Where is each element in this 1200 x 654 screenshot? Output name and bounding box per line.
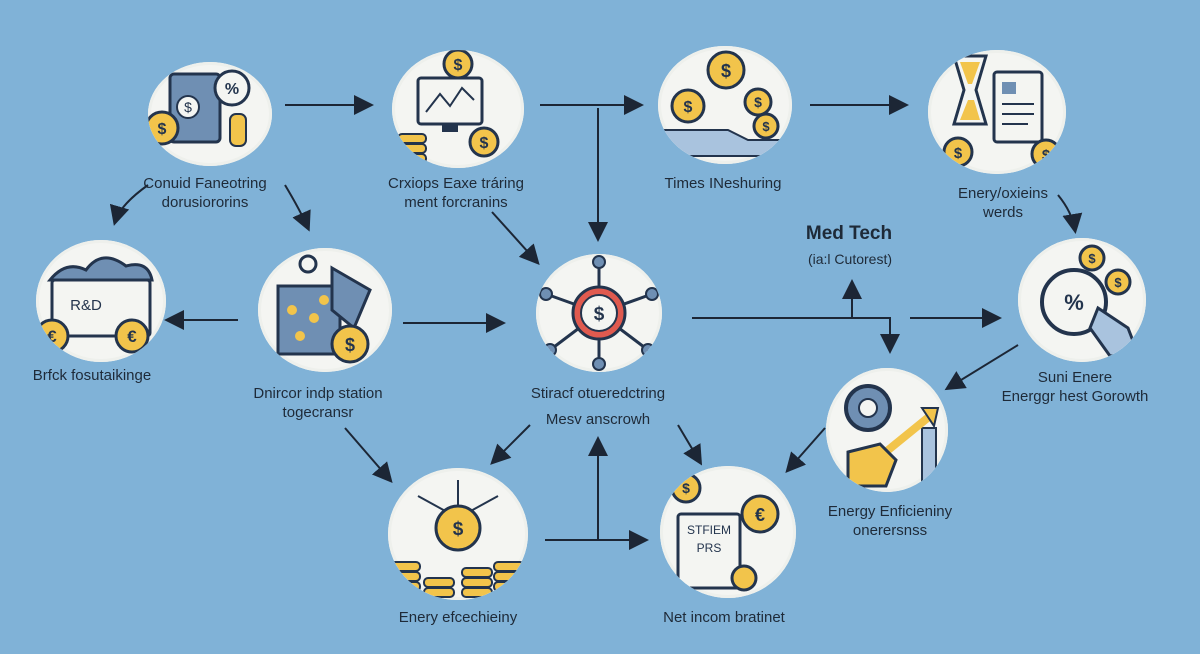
node-rightlow-circle [826, 368, 948, 492]
node-top1-circle: $ % $ [148, 62, 272, 166]
node-right-label-2: Energgr hest Gorowth [1001, 388, 1149, 405]
node-center-label-1: Stiracf otueredctring [530, 385, 666, 402]
hand-coins-icon: $ $ $ $ [658, 50, 792, 157]
svg-text:%: % [225, 81, 239, 98]
node-top4-label-1: Enery/oxieins [957, 185, 1049, 202]
svg-text:$: $ [594, 304, 605, 325]
svg-text:$: $ [158, 121, 167, 138]
arrow-center-bottom2 [677, 424, 703, 466]
svg-text:$: $ [754, 94, 762, 110]
rd-building-euro-icon: R&D € € [36, 256, 154, 354]
arrow-top1-left [109, 184, 149, 226]
node-rightlow-label-1: Energy Enficieniny [827, 503, 953, 520]
node-left-label-1: Brfck fosutaikinge [32, 367, 152, 384]
node-bottom1-circle: $ [388, 468, 528, 600]
medtech-title: Med Tech [805, 223, 893, 244]
laptop-percent-hand-icon: $ % $ [148, 69, 251, 147]
svg-text:$: $ [1114, 275, 1122, 290]
arrow-top1-midleft [284, 184, 311, 232]
node-right-label-1: Suni Enere [1037, 369, 1113, 386]
svg-text:$: $ [184, 99, 192, 115]
node-bottom1-label-1: Enery efcechieiny [398, 609, 518, 626]
node-bottom2-label-1: Net incom bratinet [663, 609, 785, 626]
arrow-center-bottom1 [490, 424, 531, 465]
network-board-icon: $ [276, 254, 372, 364]
node-midleft-label-1: Dnircor indp station [253, 385, 383, 402]
gear-coin-stacks-icon: $ [389, 480, 525, 598]
svg-text:€: € [755, 505, 765, 525]
arrow-top4-right [1057, 194, 1083, 234]
node-bottom2-circle: $ STFIEM PRS € [660, 466, 796, 598]
node-top2-label-2: ment forcranins [404, 194, 508, 211]
gear-growth-hand-icon [844, 384, 940, 489]
node-top2-circle: $ $ [392, 50, 524, 168]
medtech-subtitle: (ia:l Cutorest) [807, 251, 893, 267]
monitor-coins-icon: $ $ [397, 50, 500, 164]
node-center-label-2: Mesv anscrowh [545, 411, 651, 428]
svg-text:€: € [47, 327, 57, 346]
svg-text:$: $ [762, 119, 770, 134]
magnifier-percent-hand-icon: % $ $ [1040, 244, 1141, 358]
svg-text:$: $ [682, 480, 690, 496]
svg-text:$: $ [480, 135, 489, 152]
arrow-center-down-right [692, 317, 900, 354]
node-top4-circle: $ $ [928, 50, 1066, 174]
svg-text:$: $ [1088, 251, 1096, 266]
node-left-circle: R&D € € [36, 240, 166, 362]
node-top1-label-2: dorusiororins [161, 194, 249, 211]
arrow-top2-center [491, 211, 540, 265]
doc-line-2: PRS [697, 541, 722, 555]
svg-text:$: $ [345, 335, 355, 355]
arrow-rightlow-bottom2 [785, 427, 826, 474]
svg-text:$: $ [684, 99, 693, 116]
node-center-circle: $ [536, 254, 662, 372]
svg-text:$: $ [954, 145, 963, 162]
node-top3-label-1: Times INeshuring [664, 175, 782, 192]
svg-text:€: € [127, 327, 137, 346]
svg-text:$: $ [721, 61, 731, 81]
node-midleft-label-2: togecransr [282, 404, 354, 421]
arrow-right-rightlow [944, 344, 1019, 391]
node-right-circle: % $ $ [1018, 238, 1146, 362]
rd-badge: R&D [70, 297, 102, 314]
node-rightlow-label-2: onerersnss [852, 522, 928, 539]
node-top1-label-1: Conuid Faneotring [143, 175, 267, 192]
hourglass-document-icon: $ $ [942, 54, 1062, 170]
node-top4-label-2: werds [982, 204, 1024, 221]
document-coins-icon: $ STFIEM PRS € [670, 472, 780, 592]
node-midleft-circle: $ [258, 248, 392, 372]
node-top2-label-1: Crxiops Eaxe tráring [388, 175, 524, 192]
hub-dollar-icon: $ [539, 255, 659, 371]
doc-line-1: STFIEM [687, 523, 731, 537]
node-top3-circle: $ $ $ $ [658, 46, 792, 164]
arrow-midleft-bottom1 [344, 427, 393, 484]
svg-text:$: $ [453, 519, 464, 540]
svg-text:$: $ [454, 57, 463, 74]
svg-text:%: % [1064, 290, 1084, 315]
